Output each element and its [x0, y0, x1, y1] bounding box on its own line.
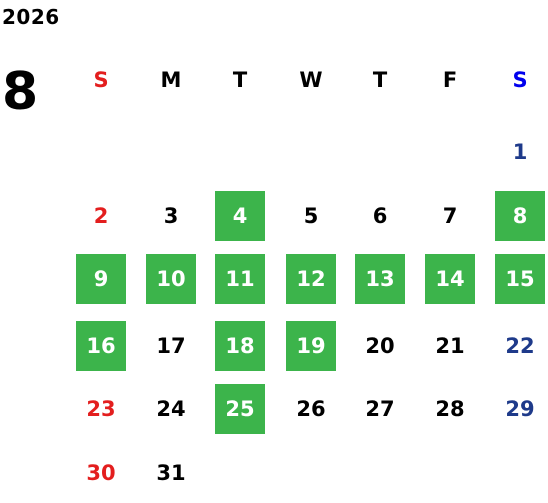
calendar-day-9[interactable]: 9: [76, 254, 126, 304]
month-number: 8: [2, 62, 39, 122]
calendar-day-22[interactable]: 22: [505, 334, 535, 358]
calendar-day-23[interactable]: 23: [86, 397, 116, 421]
weekday-header-thursday: T: [372, 68, 388, 92]
calendar-day-4[interactable]: 4: [215, 191, 265, 241]
weekday-header-tuesday: T: [232, 68, 248, 92]
weekday-header-friday: F: [442, 68, 458, 92]
weekday-header-monday: M: [160, 68, 182, 92]
calendar-day-10[interactable]: 10: [146, 254, 196, 304]
calendar-day-19[interactable]: 19: [286, 321, 336, 371]
calendar-day-21[interactable]: 21: [435, 334, 465, 358]
calendar-day-16[interactable]: 16: [76, 321, 126, 371]
calendar-day-8[interactable]: 8: [495, 191, 545, 241]
calendar-day-12[interactable]: 12: [286, 254, 336, 304]
calendar-day-17[interactable]: 17: [156, 334, 186, 358]
calendar-day-1[interactable]: 1: [512, 140, 528, 164]
weekday-header-wednesday: W: [299, 68, 323, 92]
calendar-day-6[interactable]: 6: [372, 204, 388, 228]
calendar-day-26[interactable]: 26: [296, 397, 326, 421]
calendar-day-13[interactable]: 13: [355, 254, 405, 304]
weekday-header-sunday: S: [93, 68, 109, 92]
calendar-day-24[interactable]: 24: [156, 397, 186, 421]
calendar-day-20[interactable]: 20: [365, 334, 395, 358]
calendar-day-28[interactable]: 28: [435, 397, 465, 421]
calendar-day-30[interactable]: 30: [86, 461, 116, 485]
calendar-day-11[interactable]: 11: [215, 254, 265, 304]
weekday-header-saturday: S: [512, 68, 528, 92]
calendar-day-14[interactable]: 14: [425, 254, 475, 304]
calendar-day-18[interactable]: 18: [215, 321, 265, 371]
calendar-day-7[interactable]: 7: [442, 204, 458, 228]
calendar-day-31[interactable]: 31: [156, 461, 186, 485]
year-label: 2026: [2, 5, 60, 29]
calendar-day-29[interactable]: 29: [505, 397, 535, 421]
calendar-day-27[interactable]: 27: [365, 397, 395, 421]
calendar-day-3[interactable]: 3: [163, 204, 179, 228]
calendar-day-5[interactable]: 5: [303, 204, 319, 228]
calendar-day-2[interactable]: 2: [93, 204, 109, 228]
calendar-day-15[interactable]: 15: [495, 254, 545, 304]
calendar-day-25[interactable]: 25: [215, 384, 265, 434]
